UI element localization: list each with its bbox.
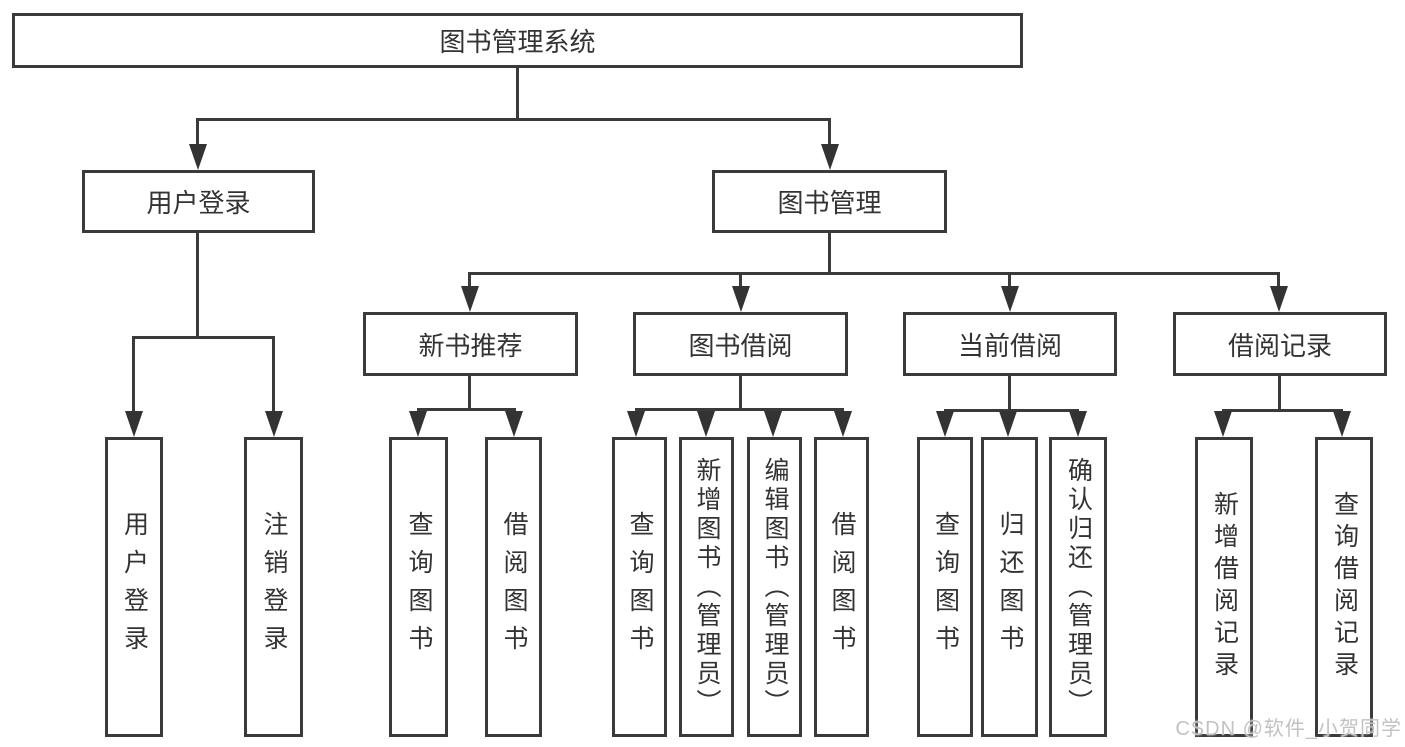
- connector-split-new-book: [417, 408, 516, 411]
- leaf-label: 注销登录: [260, 511, 288, 663]
- leaf-label: 查询图书: [931, 511, 960, 663]
- leaf-label: 借阅图书: [500, 511, 528, 663]
- leaf-query-borrow-record: 查询借阅记录: [1315, 437, 1373, 737]
- arrow-down-icon: [189, 144, 207, 170]
- connector-drop-current-borrow: [1008, 272, 1011, 290]
- connector-trunk-new-book: [468, 376, 471, 408]
- arrow-down-icon: [1214, 411, 1232, 437]
- arrow-down-icon: [125, 411, 143, 437]
- leaf-label: 借阅图书: [828, 511, 856, 663]
- arrow-down-icon: [732, 286, 750, 312]
- arrow-down-icon: [409, 411, 427, 437]
- connector-drop-logout: [272, 336, 275, 413]
- connector-drop-book-management: [828, 118, 831, 148]
- connector-split-user-login: [132, 336, 275, 339]
- connector-trunk-current-borrow: [1008, 376, 1011, 409]
- connector-trunk-book-borrow: [739, 376, 742, 408]
- leaf-logout: 注销登录: [244, 437, 303, 737]
- arrow-down-icon: [461, 286, 479, 312]
- leaf-label: 编辑图书（管理员）: [761, 456, 789, 718]
- node-current-borrow: 当前借阅: [903, 312, 1117, 376]
- connector-split-current-borrow: [944, 409, 1079, 412]
- node-label: 用户登录: [146, 188, 251, 218]
- csdn-watermark: CSDN @软件_小贺同学: [1175, 718, 1402, 740]
- node-borrow-records: 借阅记录: [1173, 312, 1387, 376]
- node-label: 当前借阅: [957, 330, 1062, 361]
- arrow-down-icon: [505, 411, 523, 437]
- node-user-login: 用户登录: [82, 170, 315, 233]
- connector-drop-user-login: [196, 118, 199, 148]
- arrow-down-icon: [764, 411, 782, 437]
- connector-split-book-management: [468, 272, 1280, 275]
- connector-drop-new-book: [468, 272, 471, 290]
- node-label: 新书推荐: [418, 330, 523, 361]
- leaf-add-books-admin: 新增图书（管理员）: [679, 437, 734, 737]
- leaf-label: 查询借阅记录: [1330, 491, 1359, 683]
- leaf-label: 确认归还（管理员）: [1064, 456, 1093, 718]
- connector-trunk-user-login: [196, 233, 199, 336]
- leaf-label: 归还图书: [996, 511, 1024, 663]
- arrow-down-icon: [627, 411, 645, 437]
- connector-split-borrow-records: [1222, 409, 1343, 412]
- node-book-management: 图书管理: [712, 170, 947, 233]
- leaf-label: 新增图书（管理员）: [693, 456, 721, 718]
- connector-trunk-book-management: [828, 233, 831, 272]
- leaf-query-books-borrow: 查询图书: [612, 437, 667, 737]
- arrow-down-icon: [697, 411, 715, 437]
- connector-drop-book-borrow: [739, 272, 742, 290]
- arrow-down-icon: [999, 411, 1017, 437]
- arrow-down-icon: [1069, 411, 1087, 437]
- leaf-label: 用户登录: [120, 511, 149, 663]
- arrow-down-icon: [265, 411, 283, 437]
- node-new-book-recommend: 新书推荐: [363, 312, 578, 376]
- leaf-edit-books-admin: 编辑图书（管理员）: [747, 437, 802, 737]
- leaf-query-books-current: 查询图书: [917, 437, 973, 737]
- arrow-down-icon: [821, 144, 839, 170]
- arrow-down-icon: [1333, 411, 1351, 437]
- connector-split-root: [196, 118, 831, 121]
- node-label: 图书借阅: [688, 330, 793, 361]
- node-label: 图书管理系统: [439, 27, 596, 57]
- node-book-borrow: 图书借阅: [633, 312, 848, 376]
- connector-drop-borrow-records: [1277, 272, 1280, 290]
- leaf-borrow-books-recommend: 借阅图书: [485, 437, 542, 737]
- node-label: 图书管理: [777, 188, 882, 218]
- leaf-user-login: 用户登录: [105, 437, 163, 737]
- connector-trunk-root: [516, 68, 519, 118]
- arrow-down-icon: [1270, 286, 1288, 312]
- leaf-add-borrow-record: 新增借阅记录: [1195, 437, 1253, 737]
- connector-split-book-borrow: [635, 408, 844, 411]
- leaf-borrow-books: 借阅图书: [814, 437, 869, 737]
- leaf-confirm-return-admin: 确认归还（管理员）: [1049, 437, 1107, 737]
- arrow-down-icon: [936, 411, 954, 437]
- leaf-label: 查询图书: [405, 511, 433, 663]
- connector-drop-login: [132, 336, 135, 413]
- connector-trunk-borrow-records: [1278, 376, 1281, 409]
- node-root: 图书管理系统: [12, 13, 1023, 68]
- node-label: 借阅记录: [1227, 330, 1332, 361]
- leaf-query-books-recommend: 查询图书: [389, 437, 448, 737]
- leaf-return-books: 归还图书: [981, 437, 1038, 737]
- arrow-down-icon: [1001, 286, 1019, 312]
- leaf-label: 新增借阅记录: [1210, 491, 1239, 683]
- leaf-label: 查询图书: [626, 511, 654, 663]
- arrow-down-icon: [834, 411, 852, 437]
